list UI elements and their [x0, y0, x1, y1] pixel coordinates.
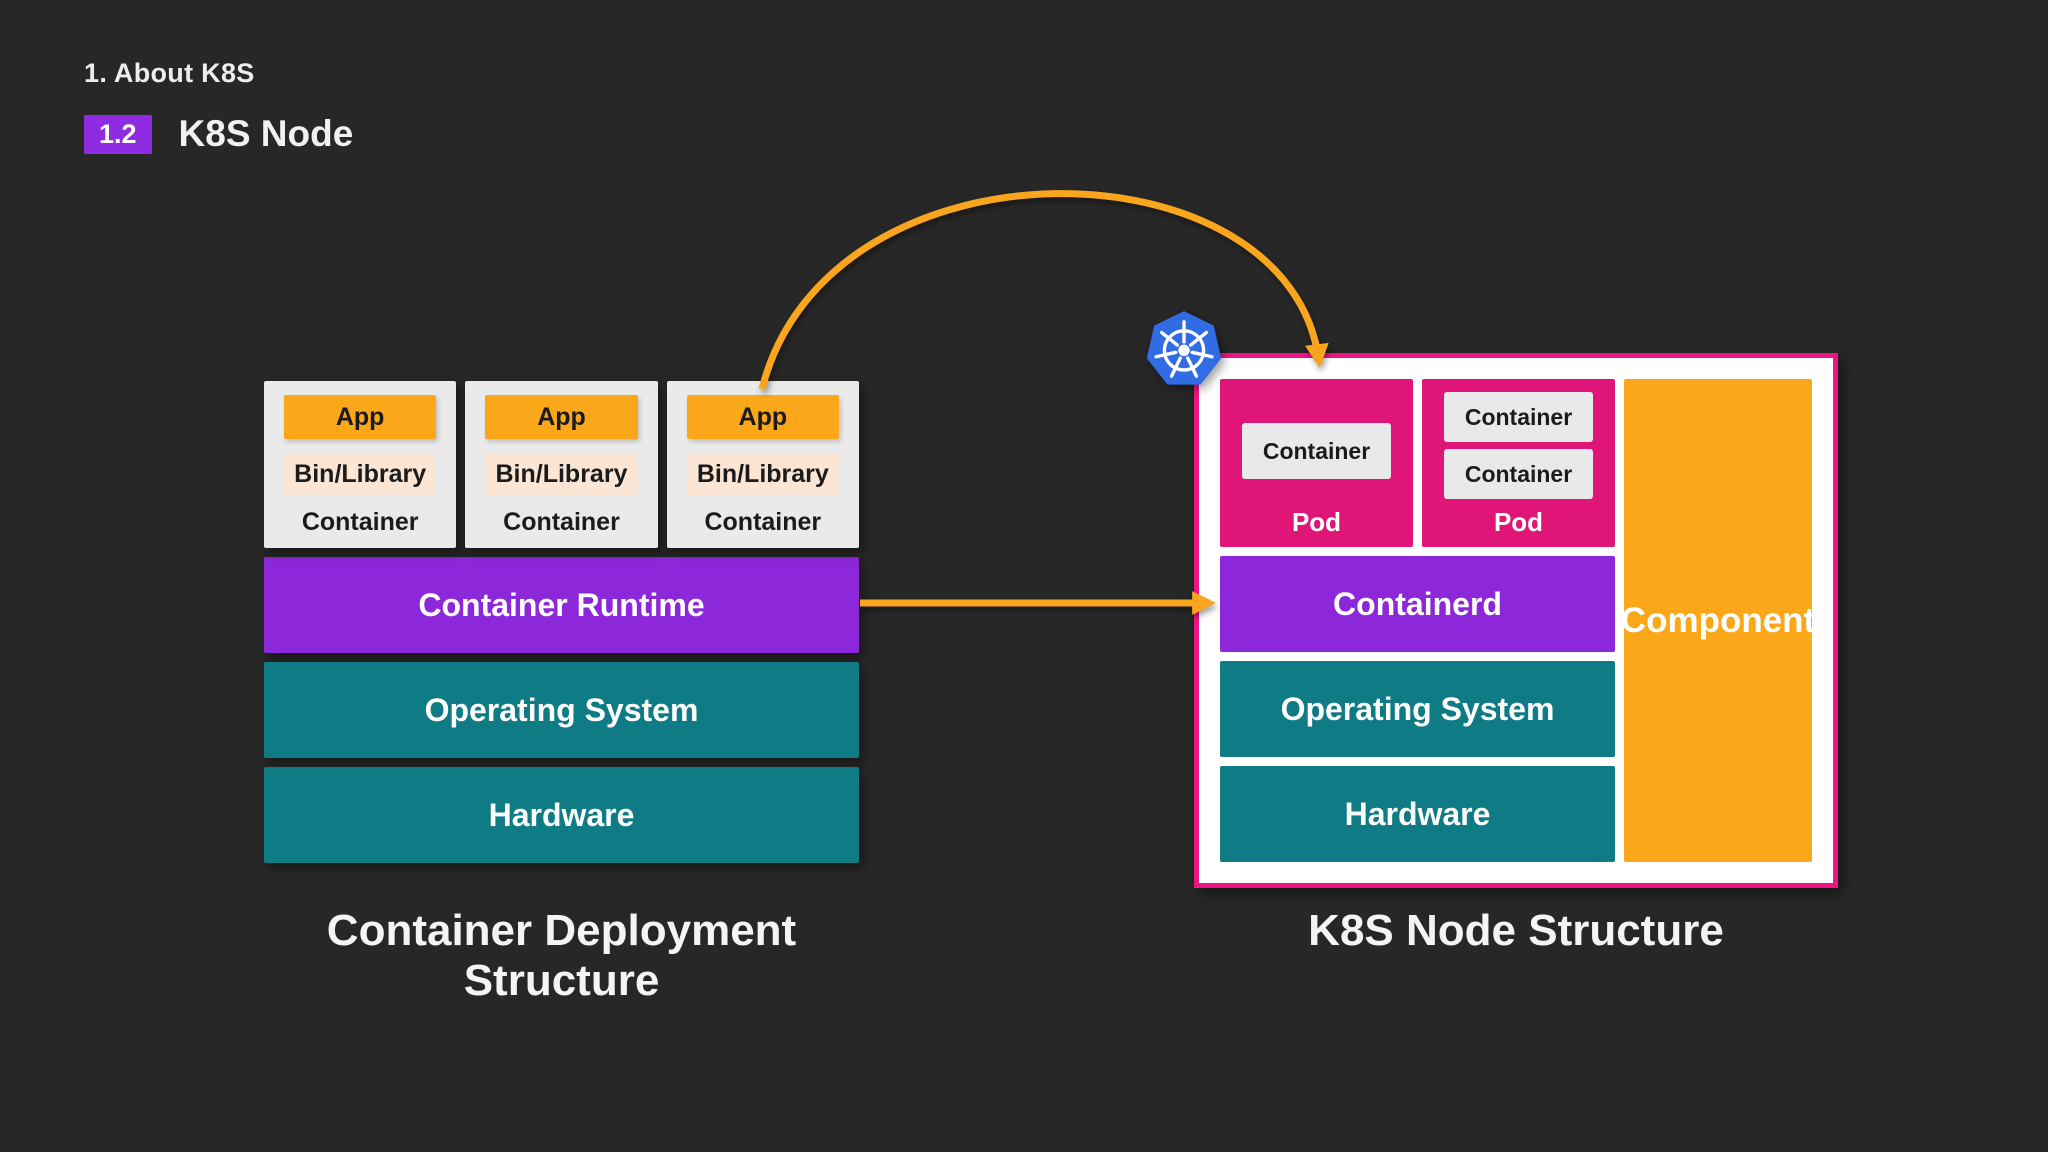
pod-label: Pod	[1291, 507, 1342, 537]
page-title: K8S Node	[178, 113, 354, 154]
app-box: App	[686, 395, 839, 439]
layer-container-runtime: Container Runtime	[264, 557, 859, 653]
pod: Container Container Pod	[1422, 379, 1615, 547]
k8s-node-diagram: Container Pod Container Container Pod Co…	[1146, 311, 1838, 888]
component-box: Component	[1621, 379, 1815, 862]
pod-label: Pod	[1493, 507, 1544, 537]
caption-k8s-node: K8S Node Structure	[1308, 906, 1724, 955]
kubernetes-logo-icon	[1141, 308, 1227, 397]
container-card: App Bin/Library Container	[264, 381, 457, 548]
container-cards-row: App Bin/Library Container App Bin/Librar…	[264, 381, 859, 548]
pod-container-box: Container	[1444, 392, 1593, 442]
pod-container-box: Container	[1242, 423, 1391, 479]
container-label: Container	[704, 507, 822, 536]
k8s-node-box: Container Pod Container Container Pod Co…	[1194, 353, 1838, 888]
bin-library-box: Bin/Library	[284, 453, 437, 496]
layer-operating-system: Operating System	[264, 662, 859, 758]
layer-containerd: Containerd	[1220, 556, 1615, 652]
app-box: App	[284, 395, 437, 439]
container-card: App Bin/Library Container	[465, 381, 658, 548]
bin-library-box: Bin/Library	[485, 453, 638, 496]
pods-row: Container Pod Container Container Pod	[1220, 379, 1615, 547]
section-kicker: 1. About K8S	[84, 58, 255, 88]
section-number-badge: 1.2	[84, 114, 152, 154]
container-card: App Bin/Library Container	[666, 381, 859, 548]
section-heading: 1.2 K8S Node	[84, 113, 353, 155]
container-deployment-diagram: App Bin/Library Container App Bin/Librar…	[264, 381, 859, 863]
caption-container-deployment: Container Deployment Structure	[326, 906, 797, 1005]
pod: Container Pod	[1220, 379, 1413, 547]
container-label: Container	[503, 507, 620, 536]
node-grid: Container Pod Container Container Pod Co…	[1220, 379, 1815, 862]
container-label: Container	[301, 507, 419, 536]
layer-hardware: Hardware	[1220, 766, 1615, 862]
bin-library-box: Bin/Library	[686, 453, 839, 496]
pod-container-box: Container	[1444, 449, 1593, 499]
layer-hardware: Hardware	[264, 767, 859, 863]
app-box: App	[485, 395, 638, 439]
layer-operating-system: Operating System	[1220, 661, 1615, 757]
